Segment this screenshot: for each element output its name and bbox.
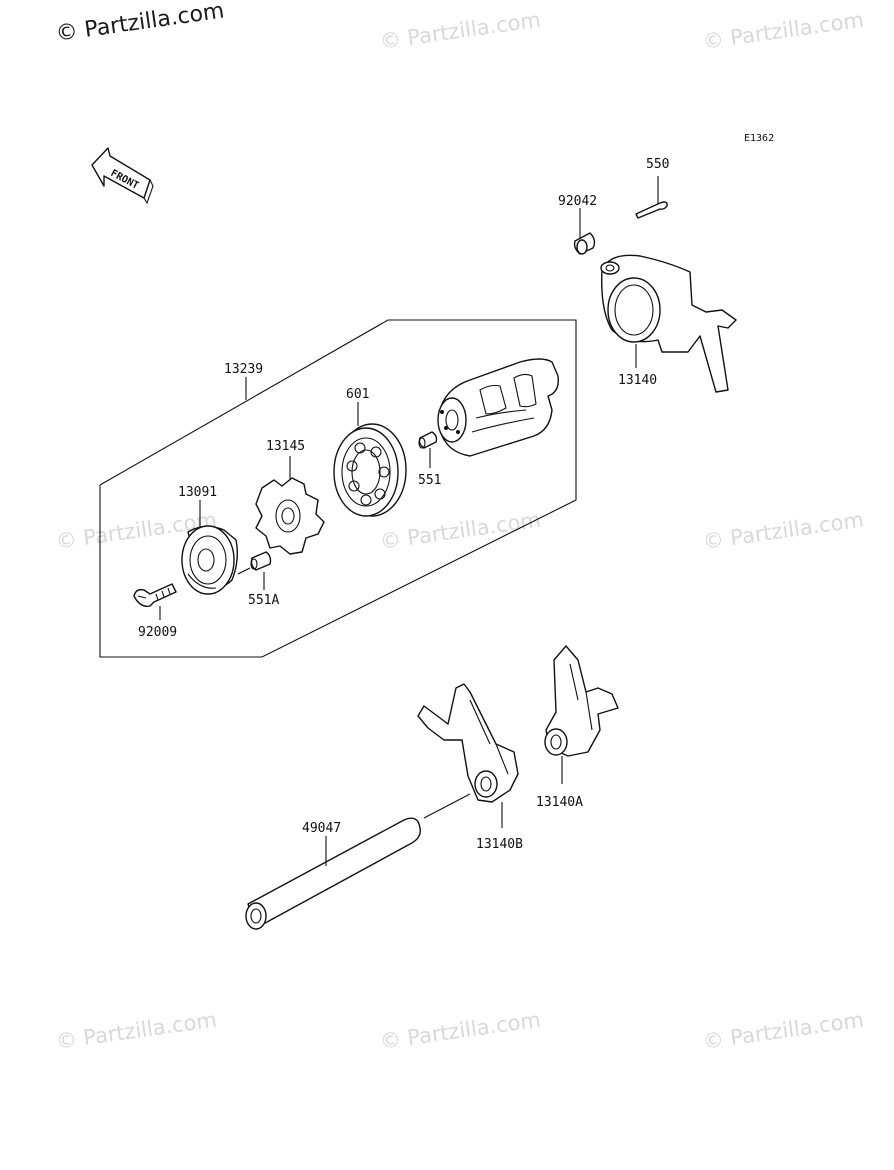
part-label-13091[interactable]: 13091: [178, 485, 217, 500]
cotter-pin-550[interactable]: 550: [635, 157, 669, 219]
part-label-550[interactable]: 550: [646, 157, 669, 172]
shift-fork-13140[interactable]: 13140: [600, 254, 737, 393]
pin-92042[interactable]: 92042: [558, 194, 597, 255]
pin-551A[interactable]: 551A: [237, 551, 279, 608]
pin-plate-13145[interactable]: 13145: [255, 439, 325, 555]
part-label-13145[interactable]: 13145: [266, 439, 305, 454]
pin-551[interactable]: 551: [418, 431, 441, 488]
diagram-code: E1362: [744, 133, 774, 144]
screw-92009[interactable]: 92009: [133, 583, 177, 640]
front-arrow-icon: FRONT: [91, 147, 154, 205]
shift-rod-49047[interactable]: 49047: [245, 793, 471, 930]
part-label-551A[interactable]: 551A: [248, 593, 279, 608]
part-label-92009[interactable]: 92009: [138, 625, 177, 640]
shift-fork-13140A[interactable]: 13140A: [536, 645, 619, 810]
part-label-601[interactable]: 601: [346, 387, 369, 402]
part-label-13140A[interactable]: 13140A: [536, 795, 583, 810]
bearing-601[interactable]: 601: [333, 387, 407, 517]
cam-plate-13091[interactable]: 13091: [178, 485, 239, 595]
part-label-551[interactable]: 551: [418, 473, 441, 488]
part-label-13140B[interactable]: 13140B: [476, 837, 523, 852]
shift-fork-13140B[interactable]: 13140B: [417, 683, 523, 852]
shift-drum[interactable]: [437, 358, 559, 457]
part-label-13140[interactable]: 13140: [618, 373, 657, 388]
part-label-13239[interactable]: 13239: [224, 362, 263, 377]
assembly-box-13239: 13239: [99, 319, 577, 658]
part-label-49047[interactable]: 49047: [302, 821, 341, 836]
part-label-92042[interactable]: 92042: [558, 194, 597, 209]
